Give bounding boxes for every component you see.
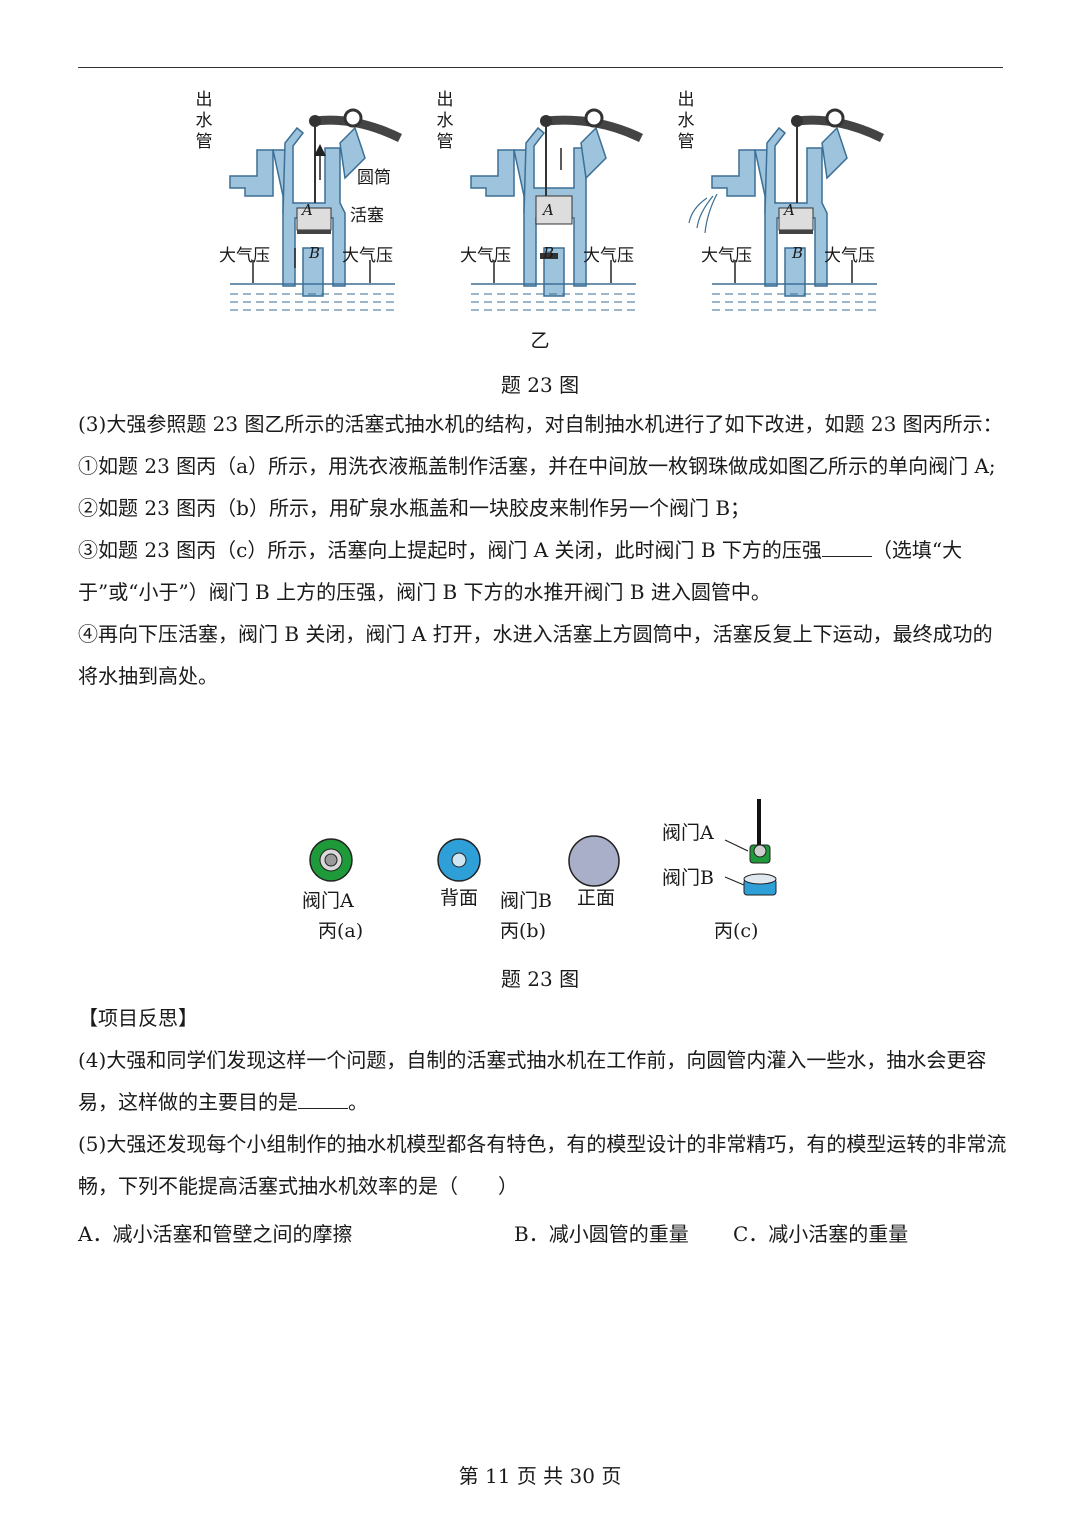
label-valve-b-3: B — [792, 244, 804, 262]
label-valve-a-2: A — [543, 201, 554, 219]
valve-a-disc — [309, 838, 353, 882]
pump-diagram-2 — [470, 108, 643, 311]
sub-caption-b: 丙(b) — [500, 920, 546, 942]
q4-text: (4)大强和同学们发现这样一个问题，自制的活塞式抽水机在工作前，向圆管内灌入一些… — [78, 1048, 987, 1114]
label-valve-a: 阀门A — [302, 890, 354, 912]
valve-b-back-disc — [437, 838, 481, 882]
option-c[interactable]: C．减小活塞的重量 — [733, 1222, 909, 1246]
label-valve-b-1: B — [309, 244, 321, 262]
reflection-heading: 【项目反思】 — [78, 1006, 198, 1030]
label-outlet-pipe-1: 出水管 — [195, 90, 213, 152]
label-c-valve-b: 阀门B — [662, 867, 714, 889]
reflection-section: 【项目反思】 (4)大强和同学们发现这样一个问题，自制的活塞式抽水机在工作前，向… — [78, 997, 1008, 1207]
q4-end: 。 — [348, 1090, 368, 1114]
sub-caption-a: 丙(a) — [318, 920, 364, 942]
label-atm-1a: 大气压 — [219, 246, 270, 266]
question-5: (5)大强还发现每个小组制作的抽水机模型都各有特色，有的模型设计的非常精巧，有的… — [78, 1132, 1007, 1198]
label-atm-2b: 大气压 — [583, 246, 634, 266]
valve-assembly-diagram — [724, 799, 777, 896]
sub-caption-c: 丙(c) — [714, 920, 759, 942]
label-piston: 活塞 — [350, 206, 384, 226]
q3-step-1: ①如题 23 图丙（a）所示，用洗衣液瓶盖制作活塞，并在中间放一枚钢珠做成如图乙… — [78, 454, 996, 478]
label-valve-b: 阀门B — [500, 890, 552, 912]
question-3-body: (3)大强参照题 23 图乙所示的活塞式抽水机的结构，对自制抽水机进行了如下改进… — [78, 403, 1008, 697]
label-outlet-pipe-2: 出水管 — [436, 90, 454, 152]
sub-caption-yi: 乙 — [530, 330, 550, 352]
label-valve-b-2: B — [543, 244, 555, 262]
q3-step-3-text-a: ③如题 23 图丙（c）所示，活塞向上提起时，阀门 A 关闭，此时阀门 B 下方… — [78, 538, 822, 562]
pump-diagram-1 — [229, 108, 402, 311]
figure-caption-bottom: 题 23 图 — [500, 967, 580, 991]
q3-step-3: ③如题 23 图丙（c）所示，活塞向上提起时，阀门 A 关闭，此时阀门 B 下方… — [78, 529, 1008, 613]
option-a[interactable]: A．减小活塞和管壁之间的摩擦 — [78, 1222, 353, 1246]
question-4: (4)大强和同学们发现这样一个问题，自制的活塞式抽水机在工作前，向圆管内灌入一些… — [78, 1039, 1008, 1123]
q3-step-2: ②如题 23 图丙（b）所示，用矿泉水瓶盖和一块胶皮来制作另一个阀门 B； — [78, 496, 751, 520]
q3-step-3-text-b: （选填“大于”或“小于”）阀门 B 上方的压强，阀门 B 下方的水推开阀门 B … — [78, 538, 963, 604]
label-front: 正面 — [577, 887, 616, 909]
label-valve-a-3: A — [784, 201, 795, 219]
option-b[interactable]: B．减小圆管的重量 — [514, 1222, 689, 1246]
top-rule — [78, 67, 1003, 68]
label-valve-a-1: A — [302, 201, 313, 219]
label-atm-1b: 大气压 — [342, 246, 393, 266]
answer-blank-4[interactable] — [298, 1090, 348, 1109]
q3-intro: (3)大强参照题 23 图乙所示的活塞式抽水机的结构，对自制抽水机进行了如下改进… — [78, 412, 1003, 436]
valve-b-front-disc — [568, 835, 620, 887]
label-c-valve-a: 阀门A — [662, 822, 714, 844]
page-footer: 第 11 页 共 30 页 — [458, 1464, 622, 1488]
label-atm-3b: 大气压 — [824, 246, 875, 266]
label-outlet-pipe-3: 出水管 — [677, 90, 695, 152]
pump-diagram-3 — [688, 108, 884, 311]
label-atm-3a: 大气压 — [701, 246, 752, 266]
label-atm-2a: 大气压 — [460, 246, 511, 266]
label-back: 背面 — [440, 887, 479, 909]
answer-blank-3[interactable] — [821, 538, 872, 557]
q3-step-4: ④再向下压活塞，阀门 B 关闭，阀门 A 打开，水进入活塞上方圆筒中，活塞反复上… — [78, 622, 993, 688]
figure-caption-top: 题 23 图 — [500, 373, 580, 397]
label-cylinder: 圆筒 — [357, 168, 391, 188]
